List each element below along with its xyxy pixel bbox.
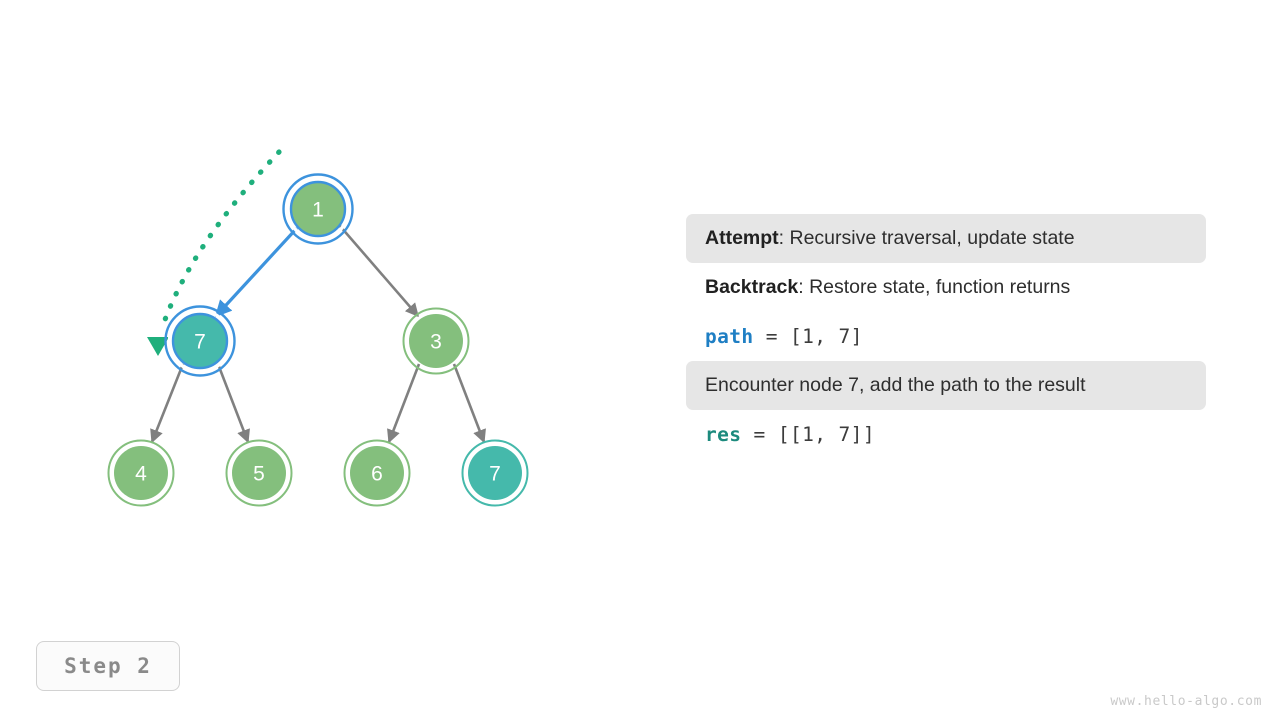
tree-node-7-right[interactable]: 7 [461,439,529,507]
res-variable: res [705,423,742,446]
edge-3-to-7 [452,363,486,444]
edge-7-to-5 [216,363,250,444]
path-variable: path [705,325,754,348]
tree-node-7-right-label: 7 [489,463,501,486]
tree-node-7-left-label: 7 [194,331,206,354]
attempt-line: Attempt: Recursive traversal, update sta… [686,214,1206,263]
tree-node-6[interactable]: 6 [343,439,411,507]
backtrack-triangle-icon [147,337,169,356]
edge-1-to-7-active [214,226,299,318]
tree-node-1[interactable]: 1 [282,173,354,245]
edge-1-to-3 [339,225,419,318]
tree-node-3[interactable]: 3 [402,307,470,375]
tree-node-4[interactable]: 4 [107,439,175,507]
watermark: www.hello-algo.com [1110,694,1262,709]
tree-node-6-label: 6 [371,463,383,486]
attempt-line-text: : Recursive traversal, update state [778,227,1075,249]
encounter-line: Encounter node 7, add the path to the re… [686,361,1206,410]
backtrack-line: Backtrack: Restore state, function retur… [686,263,1206,312]
explanation-panel: Attempt: Recursive traversal, update sta… [686,214,1206,459]
path-line: path = [1, 7] [686,312,1206,361]
edge-3-to-6 [387,363,421,444]
tree-node-5[interactable]: 5 [225,439,293,507]
edge-7-to-4 [150,363,185,444]
attempt-line-keyword: Attempt [705,227,779,249]
backtrack-line-text: : Restore state, function returns [798,276,1071,298]
backtrack-line-keyword: Backtrack [705,276,799,298]
tree-node-7-left[interactable]: 7 [164,305,236,377]
tree-node-4-label: 4 [135,463,147,486]
binary-tree-diagram: 1 7 3 4 [107,149,529,507]
tree-node-1-label: 1 [312,199,324,222]
tree-edges [150,225,486,444]
tree-nodes: 1 7 3 4 [107,173,529,507]
res-expression: = [[1, 7]] [741,423,875,446]
encounter-line-text: Encounter node 7, add the path to the re… [705,374,1086,396]
backtrack-dotted-curve [147,149,282,356]
tree-node-3-label: 3 [430,331,442,354]
res-line: res = [[1, 7]] [686,410,1206,459]
path-expression: = [1, 7] [753,325,863,348]
tree-node-5-label: 5 [253,463,265,486]
step-badge: Step 2 [36,641,180,691]
